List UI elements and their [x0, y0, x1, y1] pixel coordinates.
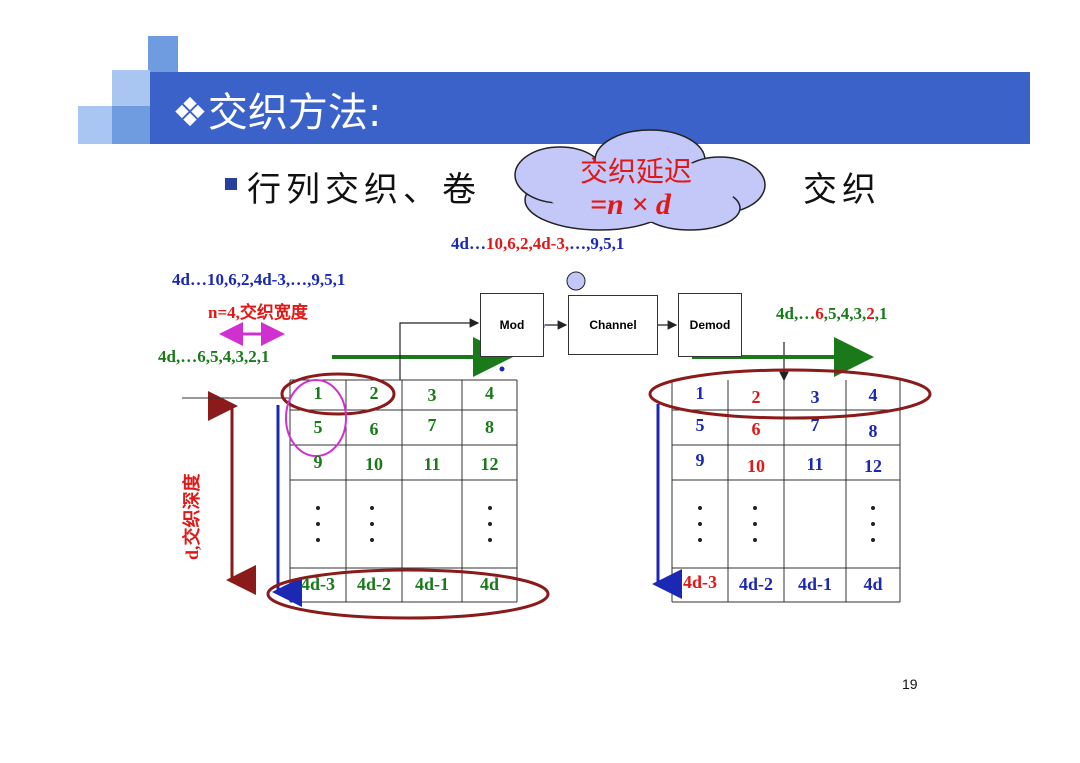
left-cell: 7	[427, 415, 437, 435]
left-cell: 11	[423, 454, 441, 474]
right-cell: 2	[751, 387, 761, 407]
cloud-shape	[514, 129, 766, 231]
input-sequence: 4d,…6,5,4,3,2,1	[158, 347, 270, 366]
left-cell: 5	[313, 417, 323, 437]
right-cell: 4d-1	[797, 574, 832, 594]
right-cell: 5	[695, 415, 705, 435]
top-sequence: 4d…10,6,2,4d-3,…,9,5,1	[451, 234, 625, 253]
mod-block: Mod	[480, 293, 544, 357]
right-cell: 4d	[863, 574, 883, 594]
right-cell: 10	[747, 456, 765, 476]
left-cell: 4d-3	[300, 574, 335, 594]
right-cell: 12	[864, 456, 882, 476]
left-cell: 4	[485, 383, 494, 403]
page-number: 19	[902, 676, 918, 692]
bullet-square-icon	[225, 177, 237, 190]
right-cell: 4d-3	[682, 572, 717, 592]
right-cell: 9	[695, 450, 705, 470]
depth-label: d,交织深度	[182, 473, 202, 560]
left-cell: 3	[427, 385, 437, 405]
deco-square	[78, 106, 114, 144]
deco-square	[112, 106, 152, 144]
width-label: n=4,交织宽度	[208, 303, 308, 322]
bullet-text-right: 交织	[803, 170, 881, 210]
ellipsis-dots	[316, 506, 875, 542]
right-cell: 6	[751, 419, 761, 439]
bullet-line: 行列交织、卷	[225, 162, 481, 211]
left-cell: 4d	[479, 574, 499, 594]
right-cell: 11	[806, 454, 824, 474]
left-cell: 4d-2	[356, 574, 391, 594]
left-sequence: 4d…10,6,2,4d-3,…,9,5,1	[172, 270, 346, 289]
cloud-line1: 交织延迟	[580, 155, 693, 188]
left-grid-lines	[182, 379, 518, 603]
right-cell: 8	[868, 421, 878, 441]
cloud-line2: =n × d	[590, 188, 671, 221]
right-cell: 3	[810, 387, 820, 407]
left-cell: 2	[369, 383, 379, 403]
left-cell: 12	[480, 454, 499, 474]
left-cell: 9	[313, 452, 323, 472]
left-cell: 1	[313, 383, 323, 403]
channel-block: Channel	[568, 295, 658, 355]
right-cell: 4d-2	[738, 574, 773, 594]
left-cell: 4d-1	[414, 574, 449, 594]
left-cell: 10	[365, 454, 383, 474]
deco-square	[112, 70, 150, 108]
demod-block: Demod	[678, 293, 742, 357]
output-row-ellipse	[648, 368, 932, 420]
left-cell: 6	[369, 419, 379, 439]
deco-square	[148, 36, 178, 72]
output-sequence: 4d,…6,5,4,3,2,1	[776, 304, 888, 323]
last-row-ellipse	[266, 568, 550, 620]
right-cell: 4	[868, 385, 878, 405]
row-highlight-ellipse	[280, 372, 396, 416]
right-grid-lines	[671, 380, 901, 603]
slide-title: ❖交织方法:	[172, 90, 382, 136]
right-cell: 7	[810, 415, 820, 435]
column-highlight-ellipse	[285, 379, 347, 457]
left-cell: 8	[485, 417, 494, 437]
bullet-text-left: 行列交织、卷	[247, 170, 481, 210]
title-bar	[150, 72, 1030, 144]
right-cell: 1	[695, 383, 705, 403]
